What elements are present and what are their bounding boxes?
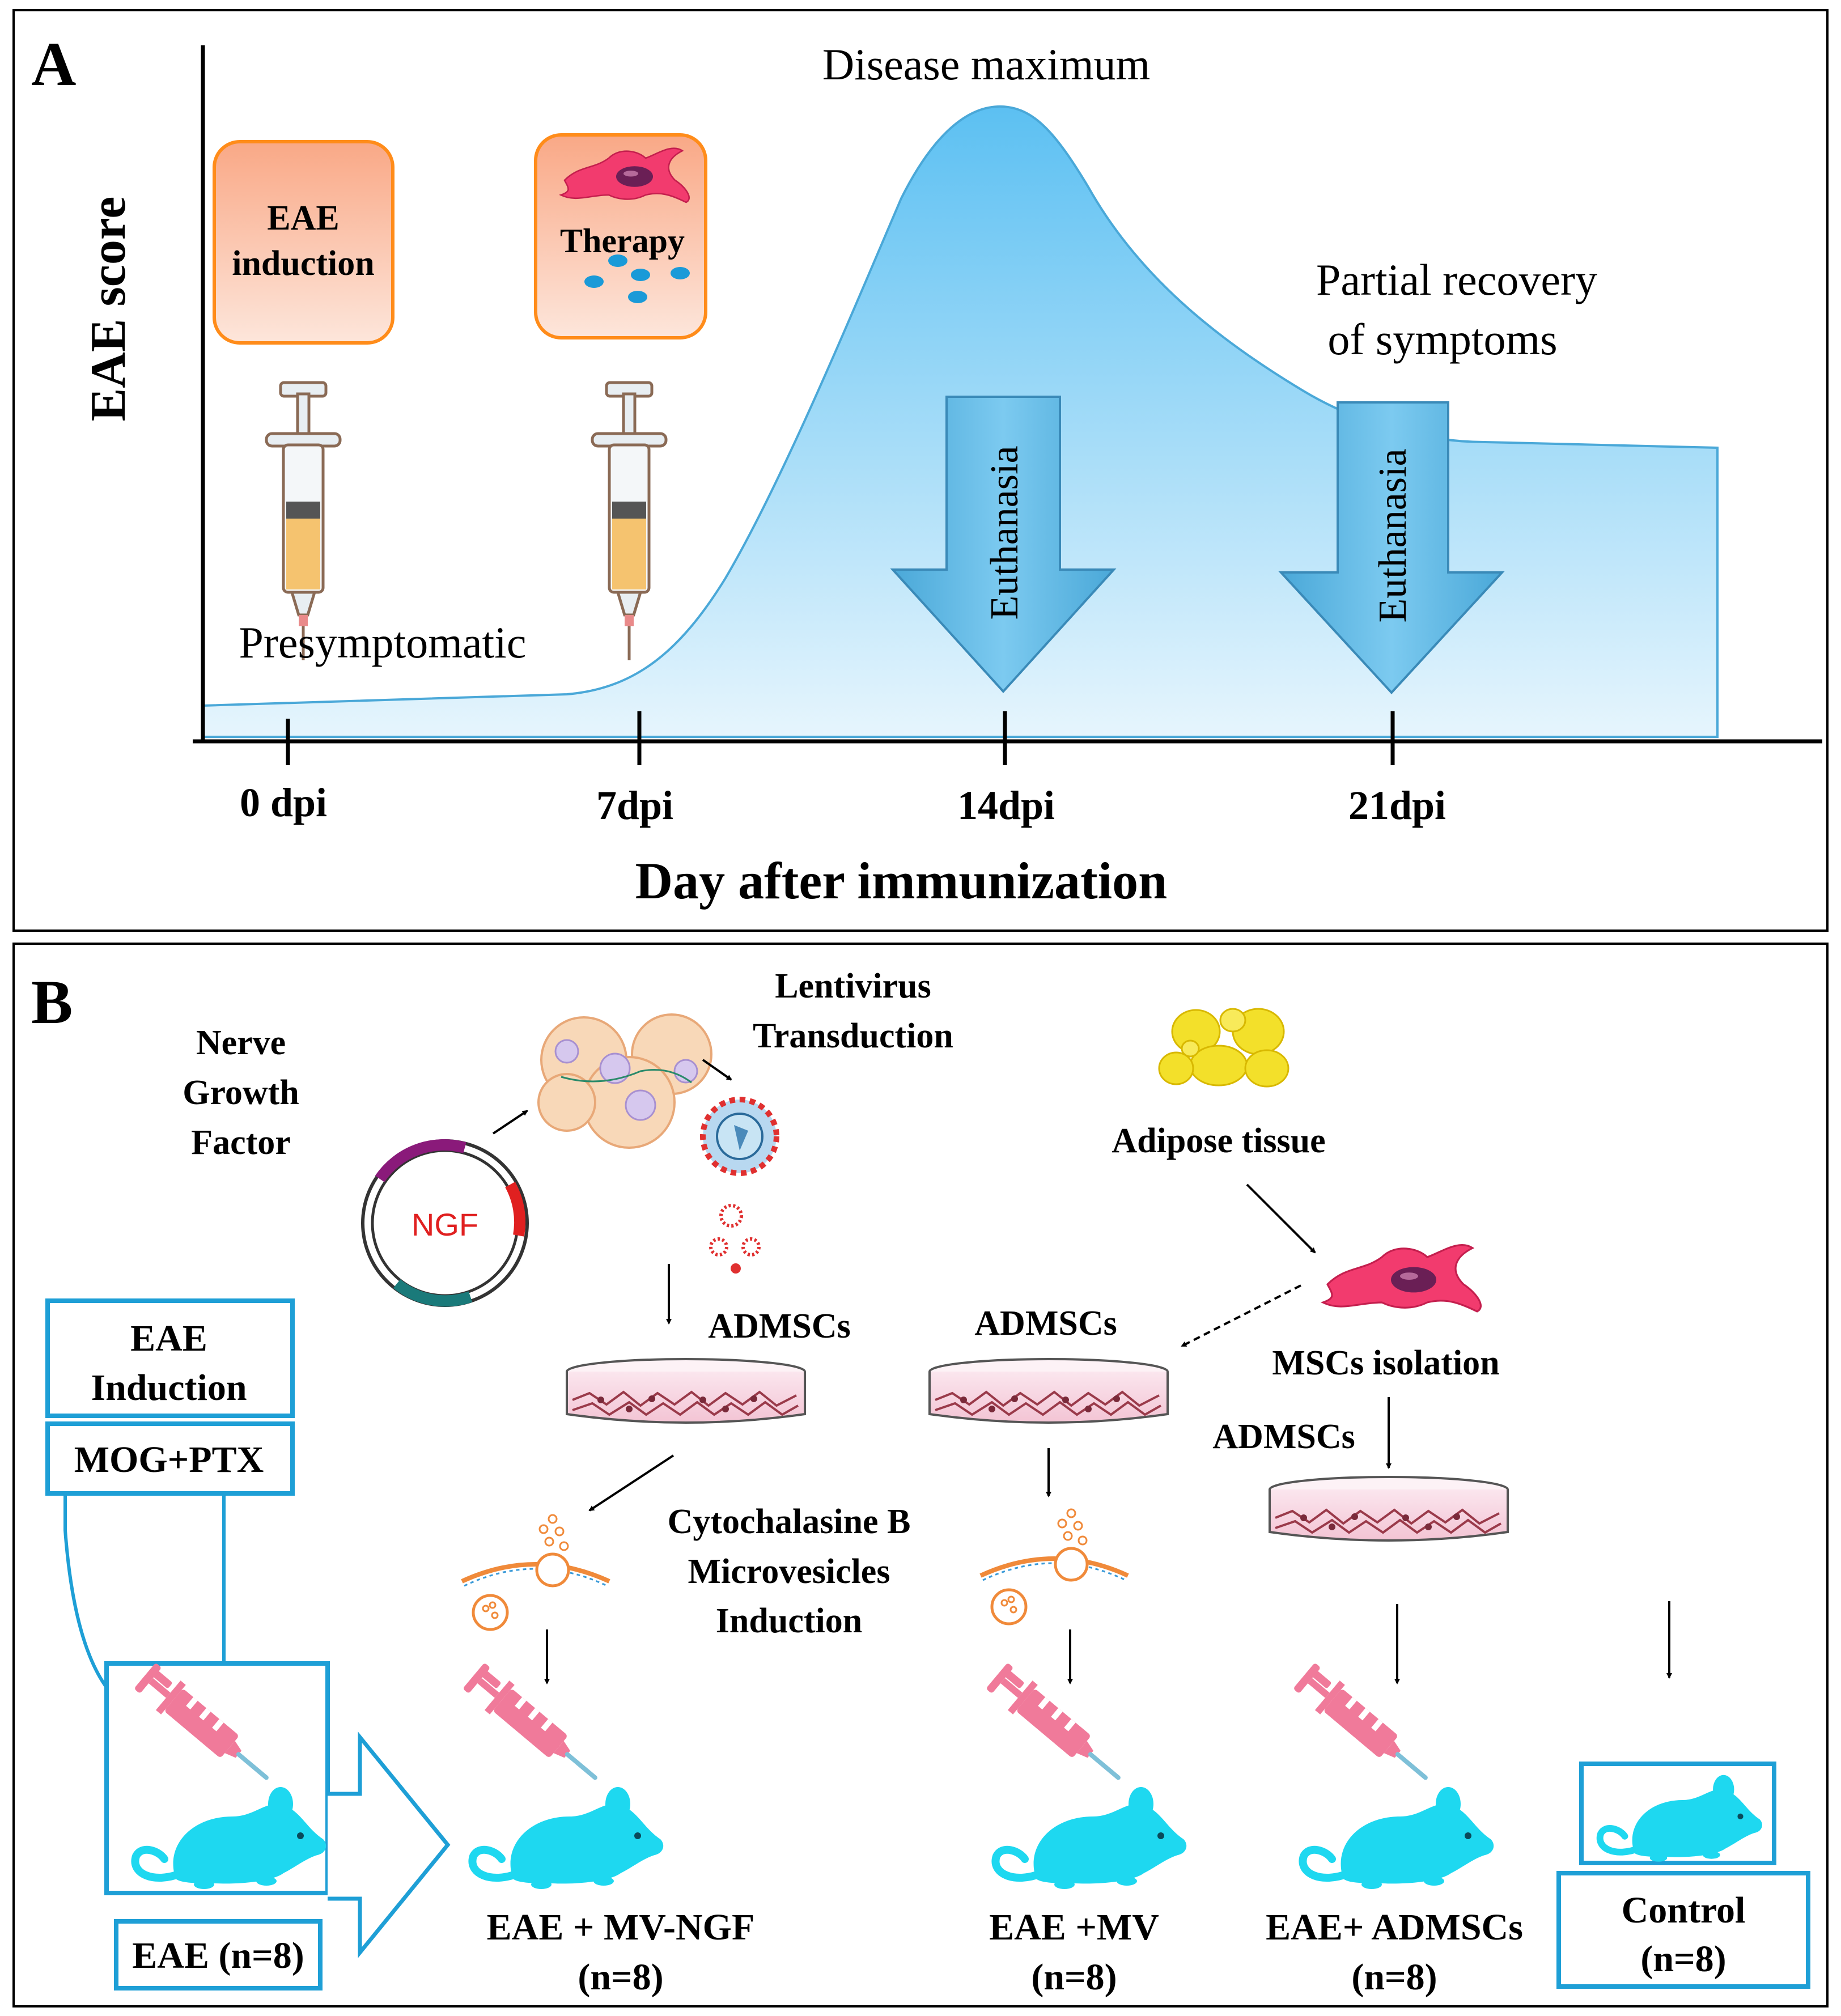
plasmid-label: NGF <box>412 1207 478 1242</box>
eae-induction-label-line1: EAE <box>267 199 339 237</box>
mscs-isolation-label: MSCs isolation <box>1272 1344 1499 1382</box>
eae-induction-box <box>213 140 394 345</box>
connector-left <box>63 1493 109 1690</box>
admscs-label-dish1: ADMSCs <box>708 1307 850 1346</box>
eae-group-label: EAE (n=8) <box>132 1935 304 1976</box>
eae-group-box <box>114 1919 323 1990</box>
tick-label-21dpi: 21dpi <box>1348 783 1446 828</box>
therapy-vesicles <box>584 254 690 303</box>
lentivirus-label-line1: Lentivirus <box>775 967 931 1005</box>
arrow-dish1-to-mv <box>588 1454 675 1512</box>
presymptomatic-label: Presymptomatic <box>239 618 527 667</box>
petri-dish-3 <box>1269 1476 1509 1542</box>
euthanasia-label-14dpi: Euthanasia <box>983 445 1026 619</box>
euthanasia-arrow-21dpi <box>1278 401 1505 694</box>
cytochalasine-label-line3: Induction <box>716 1602 862 1640</box>
x-axis-title: Day after immunization <box>635 852 1168 910</box>
group-admscs-n: (n=8) <box>1351 1956 1437 1998</box>
petri-dish-1 <box>566 1358 806 1424</box>
admscs-label-dish2: ADMSCs <box>974 1304 1117 1343</box>
control-group-box <box>1556 1871 1810 1989</box>
arrow-adipose-to-msc <box>1246 1183 1316 1254</box>
control-n: (n=8) <box>1640 1938 1726 1980</box>
cytochalasine-label-line1: Cytochalasine B <box>668 1503 911 1541</box>
eae-induction-box-b <box>45 1298 295 1418</box>
ngf-plasmid-icon <box>361 1139 529 1307</box>
ngf-title-line3: Factor <box>191 1123 291 1162</box>
arrow-plasmid-to-cells <box>492 1110 528 1135</box>
adipose-tissue-label: Adipose tissue <box>1112 1122 1325 1160</box>
tick-label-7dpi: 7dpi <box>596 783 673 828</box>
petri-dish-2 <box>928 1358 1169 1424</box>
group-mv-ngf-label: EAE + MV-NGF <box>487 1907 755 1948</box>
partial-recovery-label-line2: of symptoms <box>1327 315 1557 364</box>
admscs-label-dish3: ADMSCs <box>1212 1417 1355 1456</box>
mog-ptx-label: MOG+PTX <box>74 1439 264 1480</box>
ngf-title-line2: Growth <box>183 1073 299 1112</box>
control-label: Control <box>1622 1890 1746 1931</box>
group-mv-ngf-n: (n=8) <box>578 1956 663 1998</box>
panel-a-letter: A <box>31 29 76 99</box>
therapy-label: Therapy <box>560 222 685 260</box>
lentivirus-label-line2: Transduction <box>753 1017 953 1055</box>
adipose-tissue-icon <box>1158 1008 1289 1088</box>
partial-recovery-label-line1: Partial recovery <box>1316 255 1597 304</box>
group-admscs-label: EAE+ ADMSCs <box>1266 1907 1523 1948</box>
euthanasia-arrow-14dpi <box>890 396 1117 693</box>
lentivirus-icon <box>700 1097 779 1274</box>
eae-induction-b-line2: Induction <box>91 1367 247 1408</box>
panel-b-letter: B <box>31 967 73 1037</box>
euthanasia-label-21dpi: Euthanasia <box>1371 448 1415 622</box>
y-axis-title: EAE score <box>81 197 136 422</box>
cytochalasine-label-line2: Microvesicles <box>688 1552 890 1591</box>
eae-induction-label-line2: induction <box>232 244 375 283</box>
tick-label-14dpi: 14dpi <box>957 783 1055 828</box>
group-mv-label: EAE +MV <box>989 1907 1159 1948</box>
group-mv-n: (n=8) <box>1031 1956 1117 1998</box>
mog-ptx-box <box>45 1421 295 1496</box>
ngf-title-line1: Nerve <box>196 1024 286 1062</box>
big-arrow-to-groups <box>328 1731 451 1958</box>
arrow-cells-to-virus <box>702 1059 732 1081</box>
eae-induction-b-line1: EAE <box>130 1318 207 1359</box>
tick-label-0dpi: 0 dpi <box>240 780 327 825</box>
disease-maximum-label: Disease maximum <box>822 40 1150 89</box>
transduced-cells-icon <box>537 1013 712 1149</box>
